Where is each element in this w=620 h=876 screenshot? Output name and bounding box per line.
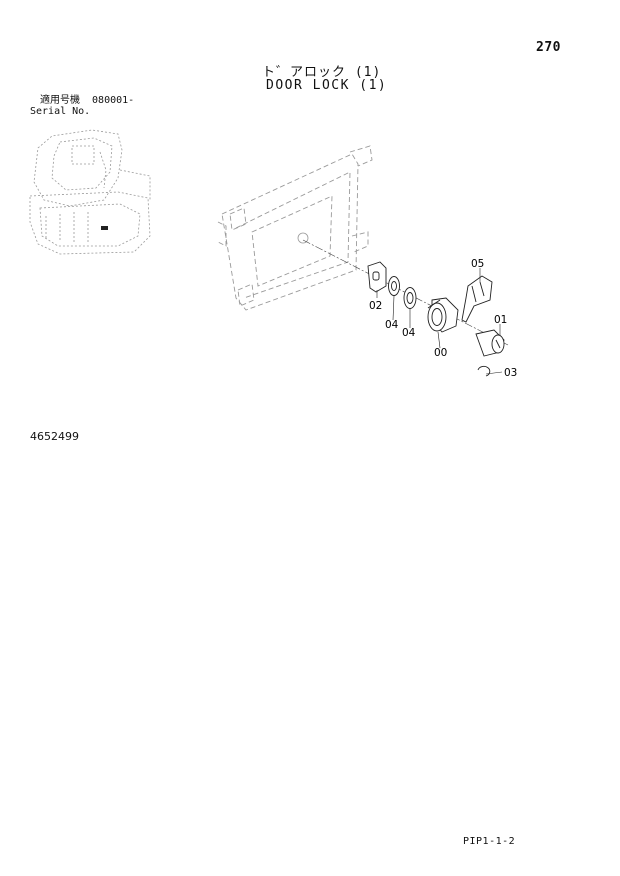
callout-02: 02: [369, 300, 382, 312]
location-marker: [101, 226, 108, 230]
serial-info: 適用号機 080001- Serial No.: [30, 95, 134, 117]
part-02-plate: [367, 261, 387, 293]
leader-lines: [376, 268, 503, 375]
part-05-clip: [461, 275, 493, 323]
serial-row-jp: 適用号機 080001-: [30, 95, 134, 106]
part-01-cylinder: [475, 329, 505, 357]
serial-label-jp: 適用号機: [40, 95, 80, 106]
callout-04-a: 04: [385, 319, 399, 331]
page-number: 270: [536, 40, 561, 55]
callout-01: 01: [494, 314, 507, 326]
page-title-japanese: ト゛アロック (1): [262, 65, 382, 80]
serial-label-en: Serial No.: [30, 106, 91, 117]
part-04-washer-b: [403, 287, 417, 309]
callout-00: 00: [434, 347, 447, 359]
document-number: 4652499: [30, 430, 79, 443]
part-00-lock-body: [427, 297, 459, 333]
lock-hole: [297, 232, 309, 244]
callout-05: 05: [471, 258, 484, 270]
callout-04-b: 04: [402, 327, 416, 339]
serial-value: 080001-: [92, 95, 135, 106]
door-frame: [217, 145, 373, 311]
part-03-snap-ring: [477, 365, 491, 377]
footer-code: PIP1-1-2: [463, 836, 516, 847]
callout-03: 03: [504, 367, 517, 379]
part-04-washer-a: [388, 276, 400, 296]
excavator-thumbnail: [29, 129, 151, 255]
page-title: DOOR LOCK (1): [266, 78, 388, 93]
